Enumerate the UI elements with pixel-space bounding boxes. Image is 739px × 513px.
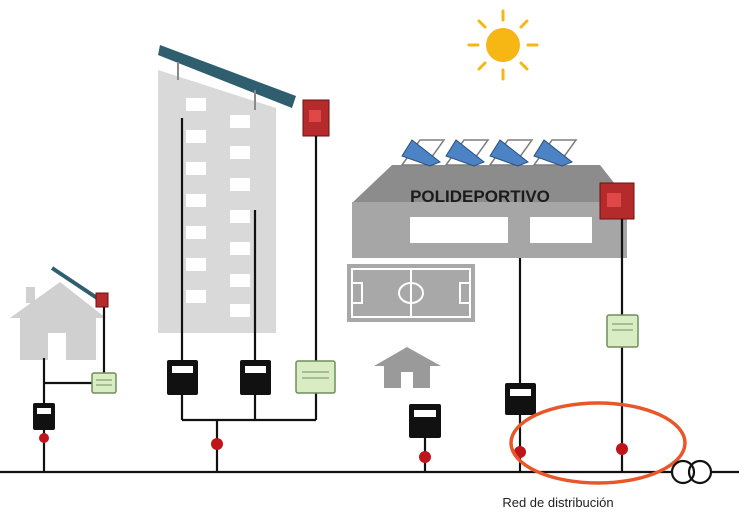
house-icon [10, 282, 106, 360]
sports-field [347, 264, 475, 322]
connection-node [616, 443, 628, 455]
house-solar-panel [50, 266, 99, 300]
generation-meter-icon [91, 372, 117, 394]
tower-solar-panel [158, 45, 296, 110]
consumption-meter-icon [33, 403, 55, 430]
sports-hall: POLIDEPORTIVO [352, 165, 630, 258]
consumption-meter-icon [240, 360, 271, 395]
transformer-icon [670, 459, 713, 485]
sun-icon [467, 9, 539, 81]
highlight-ellipse [509, 401, 687, 485]
sports-hall-inverter-icon [599, 182, 635, 220]
tower-inverter-icon [302, 99, 330, 137]
polideportivo-label: POLIDEPORTIVO [410, 187, 550, 206]
network-label: Red de distribución [502, 495, 613, 510]
connection-node [39, 433, 49, 443]
consumption-meter-icon [505, 383, 536, 415]
solar-panel [532, 139, 578, 167]
house-inverter-icon [95, 292, 109, 308]
generation-meter-icon [295, 360, 336, 394]
generation-meter-icon [606, 314, 639, 348]
solar-panel [400, 139, 446, 167]
small-house-icon [374, 347, 441, 388]
solar-panel [444, 139, 490, 167]
sports-hall-solar-panels [400, 139, 578, 167]
tower-block [158, 70, 276, 333]
solar-panel [488, 139, 534, 167]
connection-node [514, 446, 526, 458]
consumption-meter-icon [409, 404, 441, 438]
connection-node [419, 451, 431, 463]
consumption-meter-icon [167, 360, 198, 395]
connection-node [211, 438, 223, 450]
wiring [0, 118, 739, 474]
